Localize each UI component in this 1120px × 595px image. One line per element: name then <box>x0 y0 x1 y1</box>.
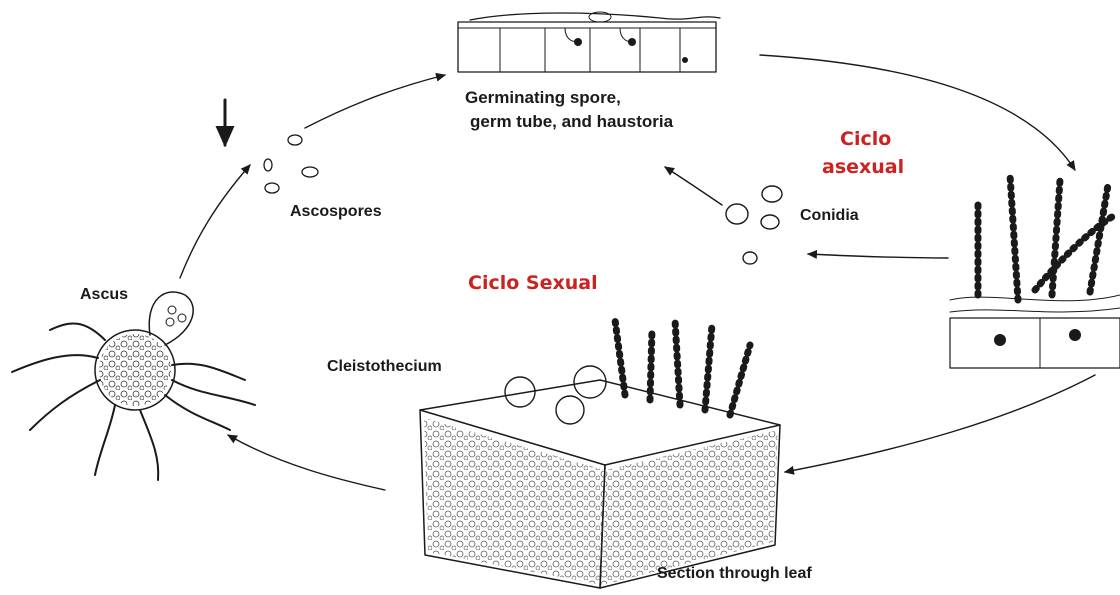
conidiophores-illustration <box>950 175 1120 368</box>
arrow-conidia-to-germination <box>665 167 722 205</box>
ascus-illustration <box>12 292 255 480</box>
arrow-ascospores-to-germination <box>305 75 445 128</box>
germinating-label-line2: germ tube, and haustoria <box>470 112 673 132</box>
germinating-label-line1: Germinating spore, <box>465 88 621 108</box>
arrow-conidiophores-to-conidia <box>808 254 948 258</box>
cleistothecium-label: Cleistothecium <box>327 358 442 376</box>
conidia-label: Conidia <box>800 207 859 225</box>
arrow-conidiophores-to-leaf <box>785 375 1095 472</box>
germinating-spore-illustration <box>458 12 720 72</box>
conidia-illustration <box>726 186 782 264</box>
ascospores-label: Ascospores <box>290 203 382 221</box>
arrow-germination-to-conidiophores <box>760 55 1075 170</box>
arrow-ascus-to-ascospores <box>180 165 250 278</box>
arrow-leaf-to-ascus <box>228 435 385 490</box>
asexual-cycle-title-line2: asexual <box>822 156 904 178</box>
section-through-leaf-label: Section through leaf <box>657 565 812 583</box>
sexual-cycle-title: Ciclo Sexual <box>468 272 598 294</box>
ascus-label: Ascus <box>80 286 128 304</box>
asexual-cycle-title-line1: Ciclo <box>840 128 891 150</box>
leaf-section-illustration <box>420 320 780 588</box>
ascospores-illustration <box>264 135 318 193</box>
